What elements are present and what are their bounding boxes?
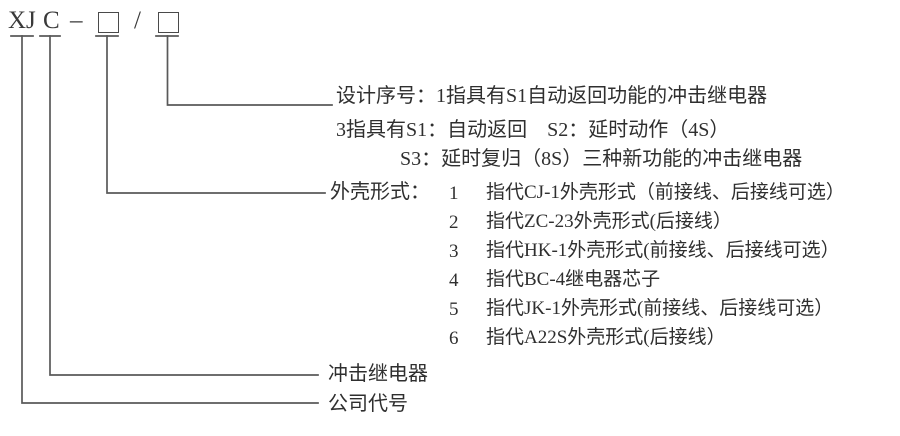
callout-design-serial-line2: 3指具有S1：自动返回 S2：延时动作（4S） — [336, 119, 730, 141]
shell-type-item-number: 2 — [449, 212, 459, 233]
code-segment-slash: / — [134, 7, 141, 34]
shell-type-item-number: 5 — [449, 299, 459, 320]
callout-design-serial-line3: S3：延时复归（8S）三种新功能的冲击继电器 — [400, 148, 803, 170]
code-segment-dash: – — [70, 7, 83, 34]
shell-type-item-desc: 指代A22S外壳形式(后接线） — [486, 327, 726, 348]
shell-type-item-number: 3 — [449, 241, 459, 262]
callout-product-name: 冲击继电器 — [328, 363, 428, 385]
shell-type-item-desc: 指代CJ-1外壳形式（前接线、后接线可选） — [486, 182, 845, 203]
callout-shell-type-label: 外壳形式： — [330, 181, 430, 203]
callout-design-serial-line1: 设计序号：1指具有S1自动返回功能的冲击继电器 — [336, 85, 768, 107]
code-segment-c: C — [43, 7, 60, 34]
shell-type-item-number: 6 — [449, 328, 459, 349]
shell-type-item-desc: 指代JK-1外壳形式(前接线、后接线可选） — [486, 298, 834, 319]
shell-type-item-desc: 指代ZC-23外壳形式(后接线） — [486, 211, 732, 232]
code-segment-box-design — [158, 12, 179, 33]
shell-type-item-desc: 指代BC-4继电器芯子 — [486, 269, 661, 290]
callout-company-code: 公司代号 — [328, 393, 408, 415]
shell-type-item-desc: 指代HK-1外壳形式(前接线、后接线可选） — [486, 240, 840, 261]
code-segment-box-shell — [98, 12, 119, 33]
shell-type-item-number: 1 — [449, 183, 459, 204]
shell-type-item-number: 4 — [449, 270, 459, 291]
code-segment-xj: XJ — [8, 7, 36, 34]
